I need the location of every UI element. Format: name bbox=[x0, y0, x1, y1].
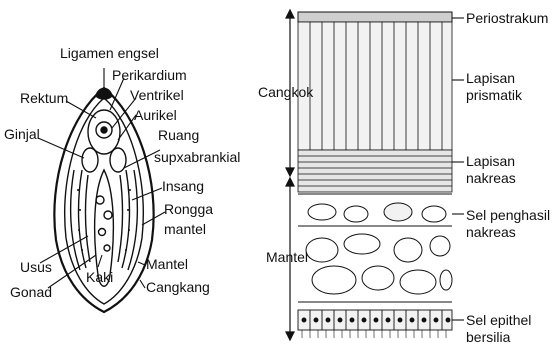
periostracum-band bbox=[298, 12, 452, 22]
label-cangkang: Cangkang bbox=[146, 279, 210, 295]
label-cangkok: Cangkok bbox=[258, 84, 314, 100]
label-rongga-mantel: mantel bbox=[164, 221, 206, 237]
label-lapisan-prismatik-1: Lapisan bbox=[466, 70, 515, 86]
label-sel-epithel-2: bersilia bbox=[466, 329, 511, 345]
label-lapisan-nakreas-1: Lapisan bbox=[466, 153, 515, 169]
label-sel-epithel-1: Sel epithel bbox=[466, 312, 531, 328]
label-periostrakum: Periostrakum bbox=[466, 10, 548, 26]
right-leader-lines bbox=[452, 18, 464, 320]
kidney-right bbox=[110, 148, 126, 172]
label-mantel-right: Mantel bbox=[266, 249, 308, 265]
label-gonad: Gonad bbox=[10, 284, 52, 300]
ciliated-epithelium bbox=[298, 302, 452, 330]
label-ruang: Ruang bbox=[158, 127, 199, 143]
label-rektum: Rektum bbox=[20, 90, 68, 106]
label-sel-penghasil-1: Sel penghasil bbox=[466, 207, 550, 223]
label-mantel-left: Mantel bbox=[146, 256, 188, 272]
nacreous-layer bbox=[298, 150, 452, 192]
label-rongga: Rongga bbox=[164, 201, 213, 217]
label-ventrikel: Ventrikel bbox=[130, 87, 184, 103]
label-usus: Usus bbox=[20, 259, 52, 275]
gill-right-3 bbox=[118, 175, 122, 262]
label-supxabrankial: supxabrankial bbox=[154, 149, 240, 165]
intestine-2 bbox=[104, 211, 112, 219]
label-lapisan-nakreas-2: nakreas bbox=[466, 170, 516, 186]
label-aurikel: Aurikel bbox=[134, 107, 177, 123]
label-ginjal: Ginjal bbox=[4, 126, 40, 142]
intestine-4 bbox=[104, 245, 110, 251]
intestine-3 bbox=[99, 229, 106, 236]
label-insang: Insang bbox=[162, 178, 204, 194]
label-kaki: Kaki bbox=[86, 269, 113, 285]
layer-brackets bbox=[286, 10, 294, 340]
cilia bbox=[302, 330, 446, 338]
prismatic-layer bbox=[298, 22, 452, 150]
mantle-connective bbox=[306, 234, 452, 294]
intestine-1 bbox=[96, 196, 104, 204]
label-sel-penghasil-2: nakreas bbox=[466, 224, 516, 240]
label-ligamen-engsel: Ligamen engsel bbox=[60, 45, 159, 61]
label-perikardium: Perikardium bbox=[112, 67, 187, 83]
kidney-left bbox=[82, 148, 98, 172]
shell-layers bbox=[298, 12, 452, 338]
hinge-ligament bbox=[96, 89, 112, 100]
nacre-producing-cells bbox=[298, 194, 452, 226]
label-lapisan-prismatik-2: prismatik bbox=[466, 87, 523, 103]
gill-left-3 bbox=[86, 175, 90, 262]
rectum bbox=[101, 127, 107, 133]
